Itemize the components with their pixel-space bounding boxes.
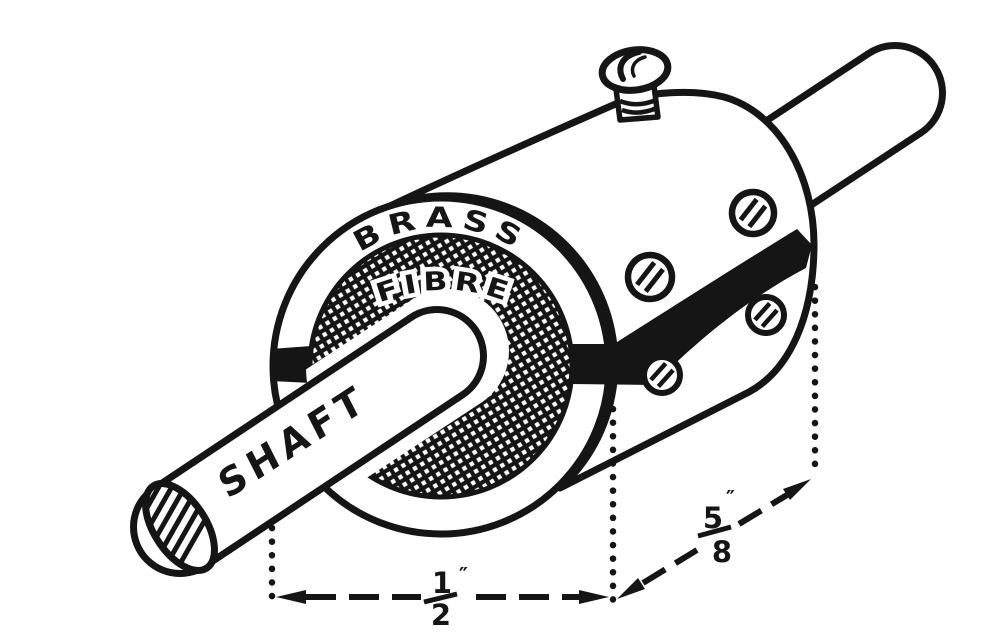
dim-fiveeighths-unit: ″: [726, 486, 735, 510]
screw-slot: [617, 49, 642, 82]
dimension-end-offset: 5 8 ″: [617, 479, 811, 599]
screw: [624, 251, 676, 303]
insulation-gap-front: [271, 346, 311, 383]
screw: [745, 294, 787, 336]
screw: [641, 354, 683, 396]
dim-half-numerator: 1: [432, 566, 452, 600]
dim-fiveeighths-numerator: 5: [703, 501, 723, 535]
terminal-screw-head: [598, 46, 672, 94]
arrowhead-right: [579, 590, 609, 604]
dim-half-unit: ″: [459, 563, 468, 587]
terminal-screw: [598, 46, 672, 123]
arrowhead-right: [783, 479, 811, 500]
arrowhead-left: [617, 578, 645, 599]
arrowhead-left: [276, 590, 306, 604]
insulation-band: [570, 229, 812, 385]
dimension-face-width: 1 2 ″: [276, 563, 609, 632]
screw: [728, 188, 778, 238]
extension-lines: [268, 283, 819, 605]
dim-half-denominator: 2: [431, 598, 451, 632]
dim-fiveeighths-denominator: 8: [712, 535, 732, 569]
